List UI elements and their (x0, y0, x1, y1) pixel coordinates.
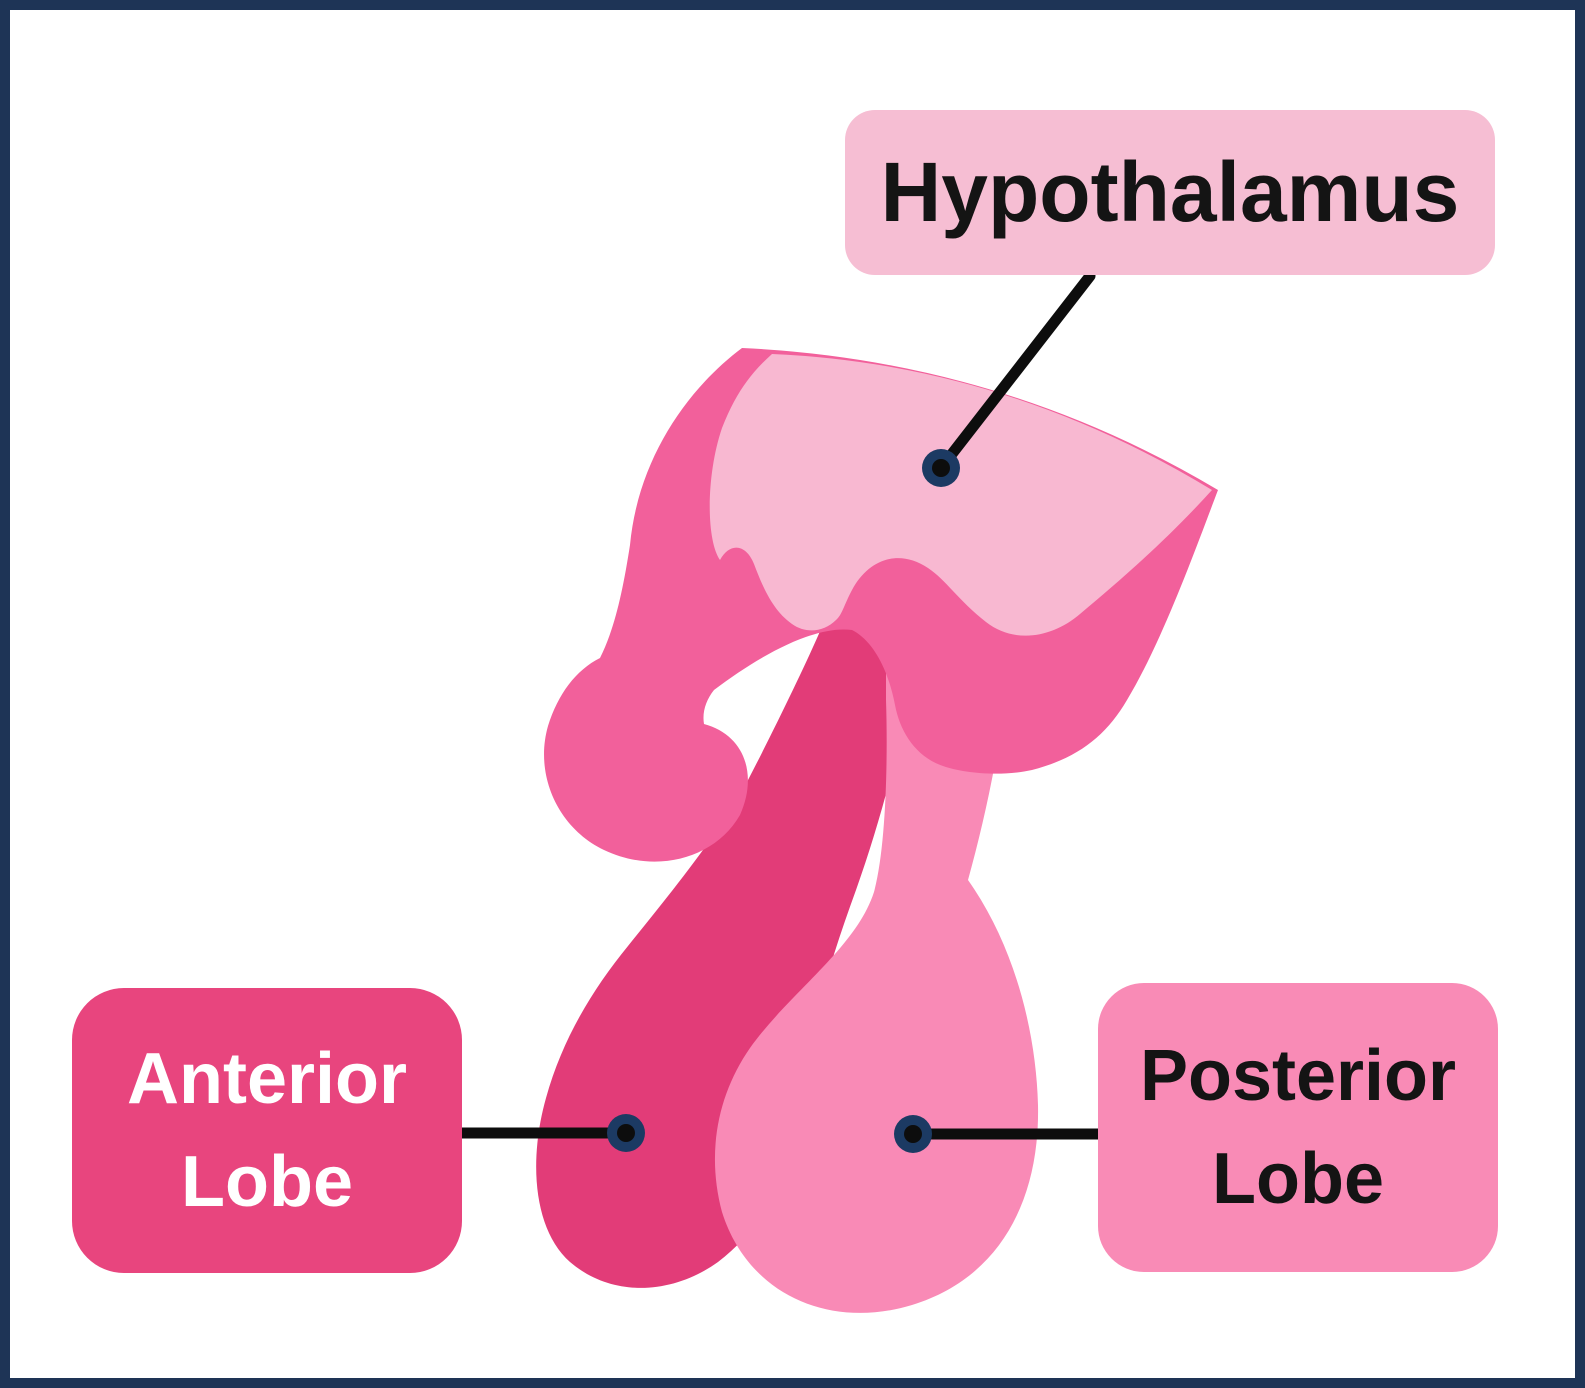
hypothalamus-callout-line (935, 270, 1096, 474)
anterior-lobe-label-line2: Lobe (181, 1141, 353, 1222)
posterior-lobe-shape (714, 648, 1039, 1313)
anterior-lobe-shape (536, 596, 924, 1288)
hypothalamus-inner-shape (709, 354, 1212, 636)
anterior-lobe-label-line1: Anterior (126, 1039, 408, 1120)
hypothalamus-label: Hypothalamus (845, 110, 1495, 275)
hypothalamus-callout-dot-core (932, 459, 950, 477)
posterior-lobe-label-line2: Lobe (1212, 1138, 1384, 1219)
hypothalamus-label-text: Hypothalamus (880, 145, 1460, 239)
anterior-lobe-callout (450, 1114, 645, 1152)
posterior-lobe-callout (894, 1115, 1106, 1153)
anterior-lobe-label: Anterior Lobe (72, 988, 462, 1273)
anterior-lobe-callout-dot-core (617, 1124, 635, 1142)
hypothalamus-callout (922, 270, 1096, 487)
posterior-lobe-label: Posterior Lobe (1098, 983, 1498, 1272)
posterior-lobe-callout-dot-core (904, 1125, 922, 1143)
posterior-lobe-label-line1: Posterior (1139, 1036, 1457, 1117)
